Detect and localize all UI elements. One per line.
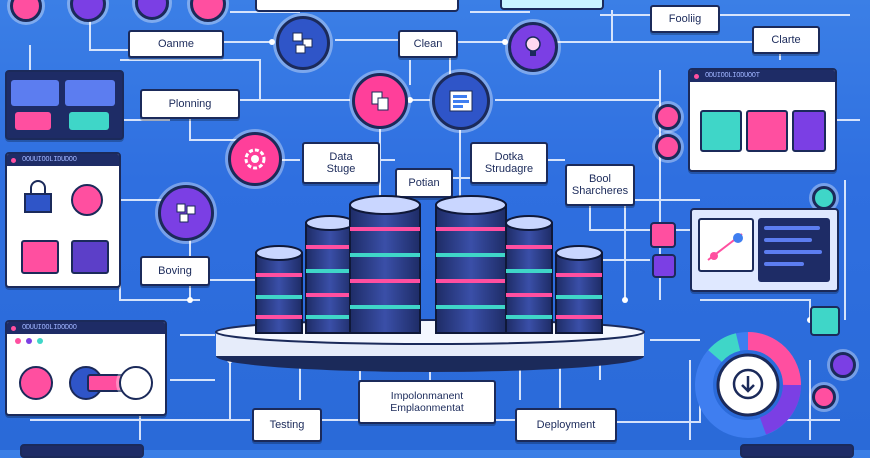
label-pattern: Potian (395, 168, 453, 198)
side-node-1 (655, 104, 681, 130)
top-purple-node (70, 0, 106, 22)
node-puzzle (276, 16, 330, 70)
window-bottom-left: ODUUIOOLIDODOO (5, 320, 167, 416)
node-list (432, 72, 490, 130)
side-node-3 (812, 186, 836, 210)
puzzle-icon (292, 32, 313, 54)
window-title: OOUUIOOLIDUDOO (22, 156, 77, 164)
label-data-storage: Data Stuge (302, 142, 380, 184)
label-data-strategy: Dotka Strudagre (470, 142, 548, 184)
label-optimize: Oanme (128, 30, 224, 58)
download-icon (732, 368, 764, 400)
label-planning: Plonning (140, 89, 240, 119)
side-node-4 (830, 352, 856, 378)
node-gear (228, 132, 282, 186)
side-node-5 (812, 385, 836, 409)
ring-node (119, 366, 153, 400)
window-title: ODUIOOLIODUOOT (705, 72, 760, 80)
side-square-1 (650, 222, 676, 248)
panel-top-left (5, 70, 124, 140)
label-implementation: Impolonmanent Emplaonmentat (358, 380, 496, 424)
label-boxing: Boving (140, 256, 210, 286)
label-routing: Fooliig (650, 5, 720, 33)
list-icon (449, 90, 473, 112)
bottom-fragment-2 (740, 444, 854, 458)
label-clean: Clean (398, 30, 458, 58)
window-top-right: ODUIOOLIODUOOT (688, 68, 837, 172)
side-square-2 (652, 254, 676, 278)
bottom-fragment-1 (20, 444, 144, 458)
top-fragment-1 (255, 0, 459, 12)
top-node-4 (190, 0, 226, 22)
side-square-3 (810, 306, 840, 336)
node-pink-doc (352, 73, 408, 129)
top-pink-node (10, 0, 42, 22)
shield-node (71, 184, 103, 216)
top-fragment-2 (500, 0, 604, 10)
node-bulb (508, 22, 558, 72)
gear-icon (244, 148, 266, 170)
label-tool-structures: Bool Sharcheres (565, 164, 635, 206)
label-create: Clarte (752, 26, 820, 54)
lightbulb-icon (525, 36, 541, 56)
side-node-2 (655, 134, 681, 160)
window-mid-left: OOUUIOOLIDUDOO (5, 152, 121, 288)
window-dashboard (690, 208, 839, 292)
boxes-icon (176, 203, 196, 223)
eye-node (19, 366, 53, 400)
server-stack (255, 195, 603, 334)
window-title: ODUUIOOLIDODOO (22, 324, 77, 332)
document-icon (371, 91, 389, 111)
node-boxes (158, 185, 214, 241)
label-deployment: Deployment (515, 408, 617, 442)
label-testing: Testing (252, 408, 322, 442)
lock-icon (24, 180, 52, 213)
